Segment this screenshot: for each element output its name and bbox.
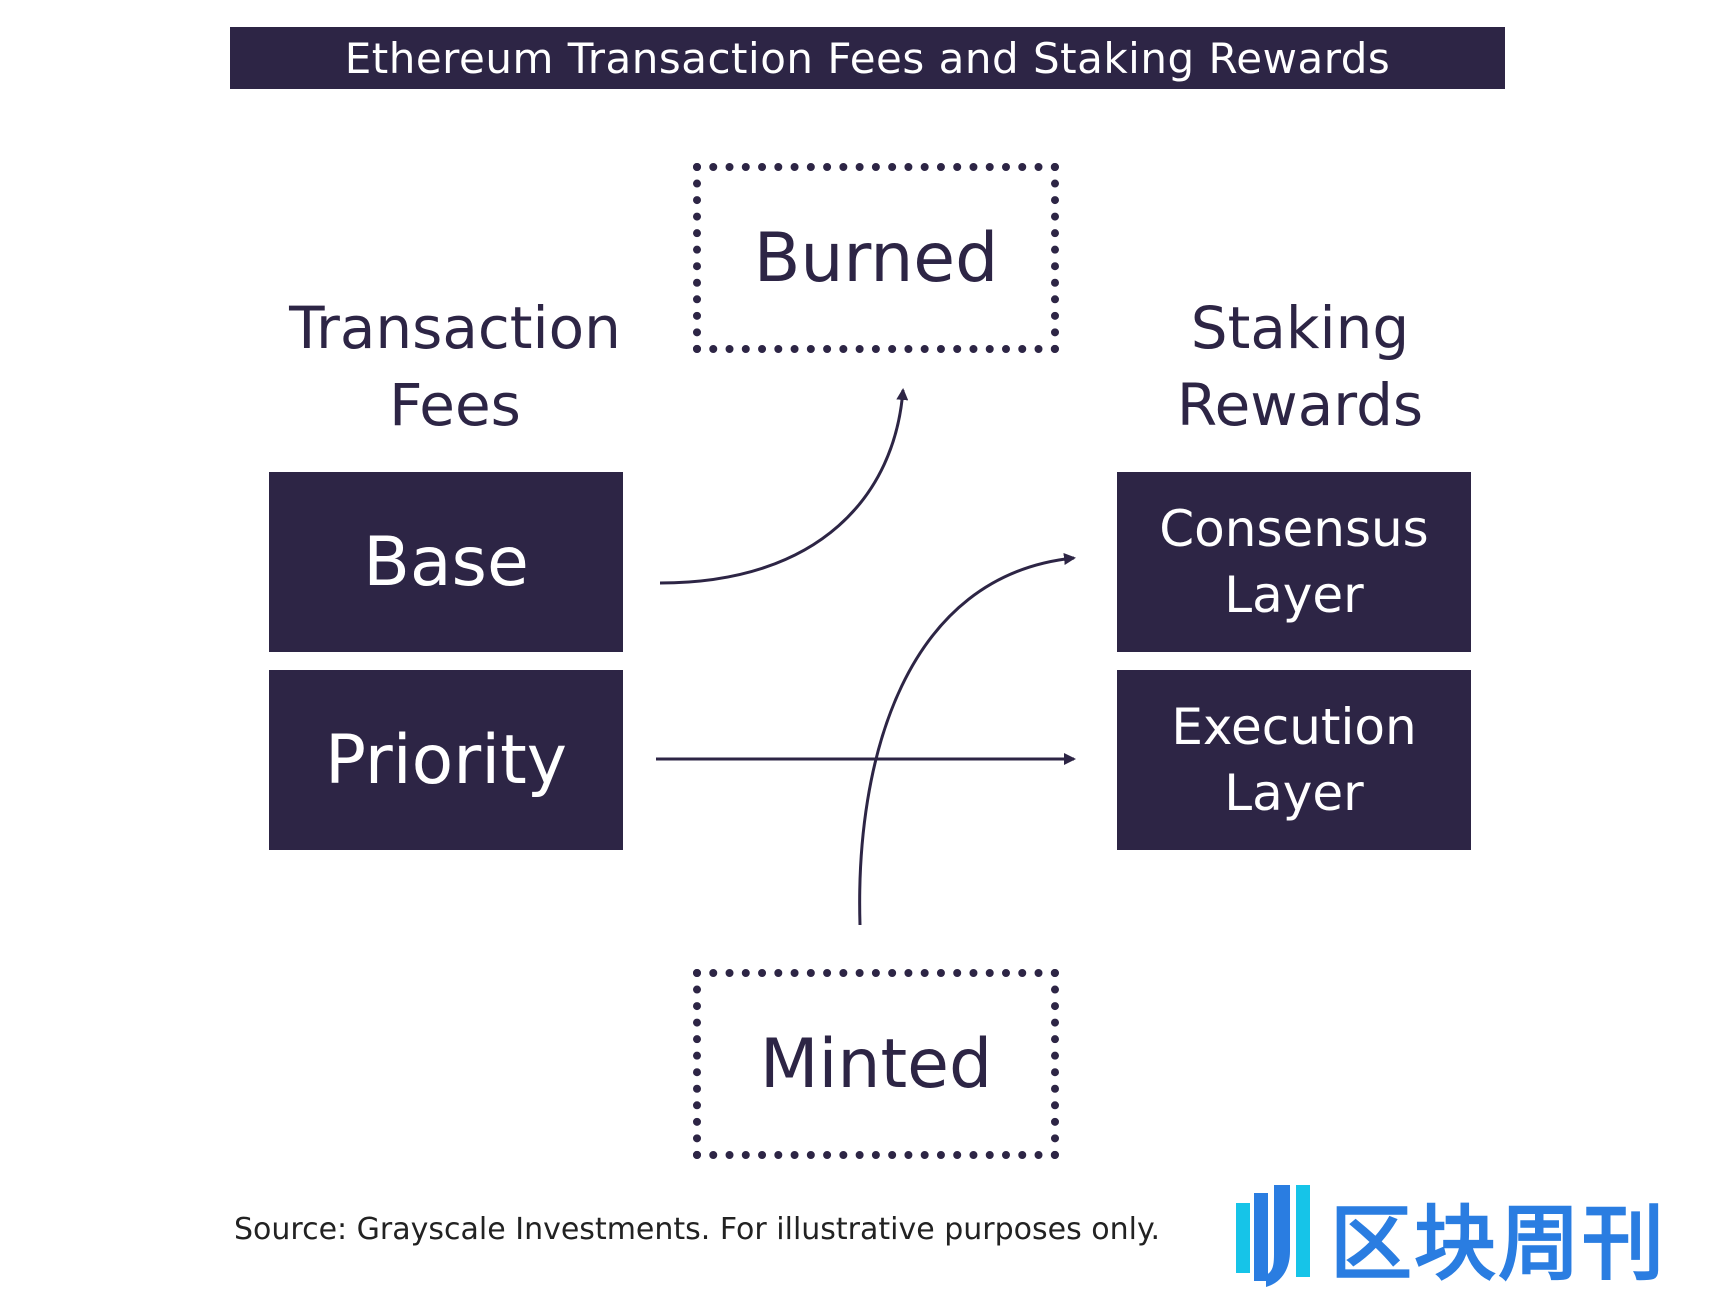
execution-layer-line2: Layer xyxy=(1224,764,1364,822)
consensus-layer-box: Consensus Layer xyxy=(1117,472,1471,652)
diagram-title: Ethereum Transaction Fees and Staking Re… xyxy=(230,27,1505,89)
base-fee-box: Base xyxy=(269,472,623,652)
source-note: Source: Grayscale Investments. For illus… xyxy=(234,1212,1161,1247)
burned-box: Burned xyxy=(693,163,1059,353)
consensus-layer-line1: Consensus xyxy=(1159,500,1429,558)
consensus-layer-line2: Layer xyxy=(1224,566,1364,624)
base-to-burned-arrow xyxy=(659,388,909,585)
minted-to-consensus-arrow xyxy=(858,553,1076,926)
logo-mark-icon xyxy=(1236,1185,1310,1287)
priority-fee-box: Priority xyxy=(269,670,623,850)
minted-box: Minted xyxy=(693,969,1059,1159)
minted-label: Minted xyxy=(759,1024,993,1104)
burned-label: Burned xyxy=(753,218,999,298)
watermark-logo: 区块周刊 xyxy=(1232,1176,1732,1296)
watermark-text: 区块周刊 xyxy=(1330,1196,1667,1292)
staking-rewards-heading-line2: Rewards xyxy=(1176,371,1424,439)
priority-fee-label: Priority xyxy=(324,720,568,800)
staking-rewards-heading: Staking Rewards xyxy=(1120,290,1480,444)
staking-rewards-heading-line1: Staking xyxy=(1190,294,1410,362)
execution-layer-line1: Execution xyxy=(1171,698,1417,756)
transaction-fees-heading: Transaction Fees xyxy=(260,290,650,444)
transaction-fees-heading-line1: Transaction xyxy=(289,294,621,362)
base-fee-label: Base xyxy=(363,522,529,602)
transaction-fees-heading-line2: Fees xyxy=(389,371,521,439)
execution-layer-box: Execution Layer xyxy=(1117,670,1471,850)
